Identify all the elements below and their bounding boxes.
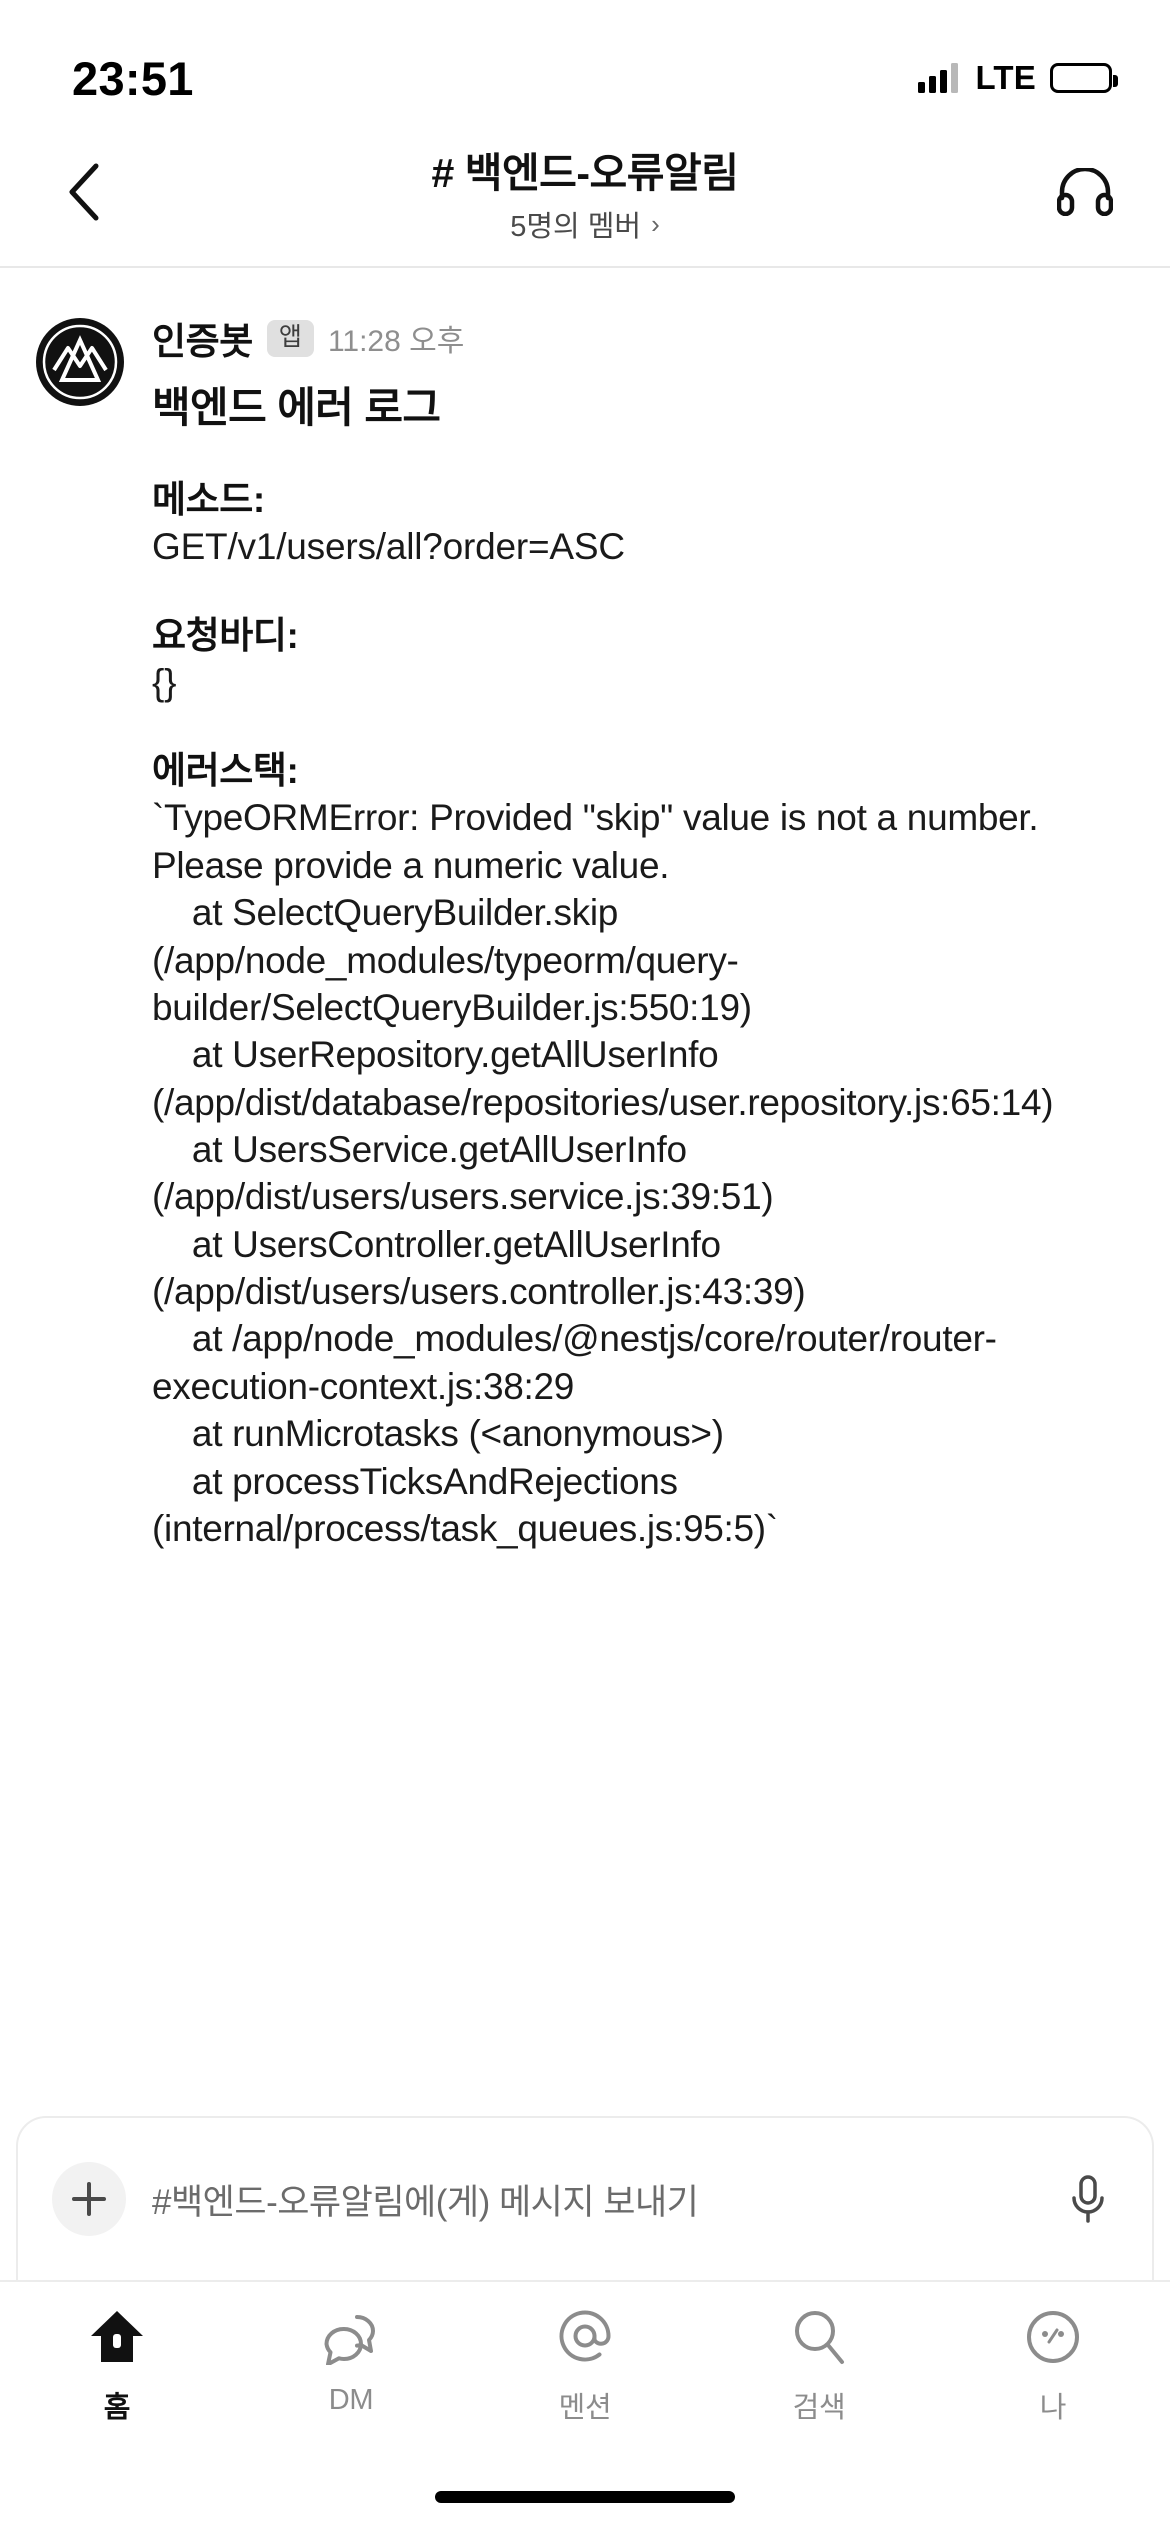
channel-header: # 백엔드-오류알림 5명의 멤버 › — [0, 118, 1170, 268]
section-method: 메소드: GET/v1/users/all?order=ASC — [152, 477, 1130, 571]
section-request-body-value: {} — [152, 661, 177, 703]
section-request-body-label: 요청바디: — [152, 614, 299, 656]
back-button[interactable] — [48, 157, 118, 227]
message-meta: 인증봇 앱 11:28 오후 — [152, 312, 1130, 364]
message-author[interactable]: 인증봇 — [152, 321, 253, 362]
section-request-body: 요청바디: {} — [152, 613, 1130, 707]
section-error-stack: 에러스택: `TypeORMError: Provided "skip" val… — [152, 748, 1130, 1552]
chevron-right-icon: › — [651, 208, 660, 239]
at-icon — [556, 2304, 614, 2370]
message-composer[interactable]: #백엔드-오류알림에(게) 메시지 보내기 — [16, 2116, 1154, 2280]
chevron-left-icon — [69, 163, 99, 221]
message-list[interactable]: 인증봇 앱 11:28 오후 백엔드 에러 로그 메소드: GET/v1/use… — [0, 268, 1170, 2116]
channel-title-block: # 백엔드-오류알림 5명의 멤버 › — [0, 118, 1170, 266]
page-title: # 백엔드-오류알림 — [431, 150, 739, 196]
section-method-value: GET/v1/users/all?order=ASC — [152, 526, 625, 568]
bot-logo-icon — [38, 320, 122, 404]
tab-mentions-label: 멘션 — [558, 2392, 612, 2424]
composer-container: #백엔드-오류알림에(게) 메시지 보내기 — [0, 2116, 1170, 2280]
avatar[interactable] — [36, 318, 124, 406]
battery-icon — [1050, 63, 1118, 93]
message-body: 인증봇 앱 11:28 오후 백엔드 에러 로그 메소드: GET/v1/use… — [124, 312, 1130, 1552]
message-title: 백엔드 에러 로그 — [152, 384, 441, 431]
tab-search-label: 검색 — [792, 2392, 846, 2424]
search-icon — [791, 2304, 847, 2370]
plus-icon — [72, 2182, 106, 2216]
section-error-stack-value: `TypeORMError: Provided "skip" value is … — [152, 797, 1054, 1549]
tab-me-label: 나 — [1039, 2392, 1067, 2424]
bottom-tab-bar: 홈 DM 멘션 — [0, 2280, 1170, 2462]
section-error-stack-label: 에러스택: — [152, 750, 299, 792]
home-indicator[interactable] — [435, 2491, 735, 2503]
network-type-label: LTE — [975, 59, 1036, 96]
headphones-icon — [1057, 168, 1113, 216]
status-bar: 23:51 LTE — [0, 0, 1170, 118]
message-timestamp: 11:28 오후 — [327, 325, 465, 358]
message-item[interactable]: 인증봇 앱 11:28 오후 백엔드 에러 로그 메소드: GET/v1/use… — [0, 312, 1170, 1552]
channel-members-label: 5명의 멤버 — [510, 211, 642, 243]
attachment-button[interactable] — [52, 2162, 126, 2236]
microphone-icon — [1072, 2175, 1104, 2223]
tab-home-label: 홈 — [103, 2392, 131, 2424]
huddle-button[interactable] — [1048, 155, 1122, 229]
dm-icon — [321, 2304, 381, 2370]
voice-message-button[interactable] — [1058, 2169, 1118, 2229]
tab-home[interactable]: 홈 — [0, 2304, 234, 2426]
status-bar-time: 23:51 — [72, 51, 194, 105]
section-method-label: 메소드: — [152, 479, 265, 520]
tab-mentions[interactable]: 멘션 — [468, 2304, 702, 2426]
app-badge: 앱 — [266, 319, 314, 357]
tab-me[interactable]: 나 — [936, 2304, 1170, 2426]
status-bar-indicators: LTE — [917, 59, 1118, 97]
profile-icon — [1024, 2304, 1082, 2370]
home-icon — [89, 2304, 145, 2370]
signal-bars-icon — [917, 63, 958, 93]
channel-members-button[interactable]: 5명의 멤버 › — [510, 203, 660, 245]
message-input[interactable]: #백엔드-오류알림에(게) 메시지 보내기 — [152, 2182, 699, 2222]
home-indicator-area — [0, 2462, 1170, 2532]
tab-dm-label: DM — [328, 2384, 374, 2416]
tab-search[interactable]: 검색 — [702, 2304, 936, 2426]
tab-dm[interactable]: DM — [234, 2304, 468, 2417]
